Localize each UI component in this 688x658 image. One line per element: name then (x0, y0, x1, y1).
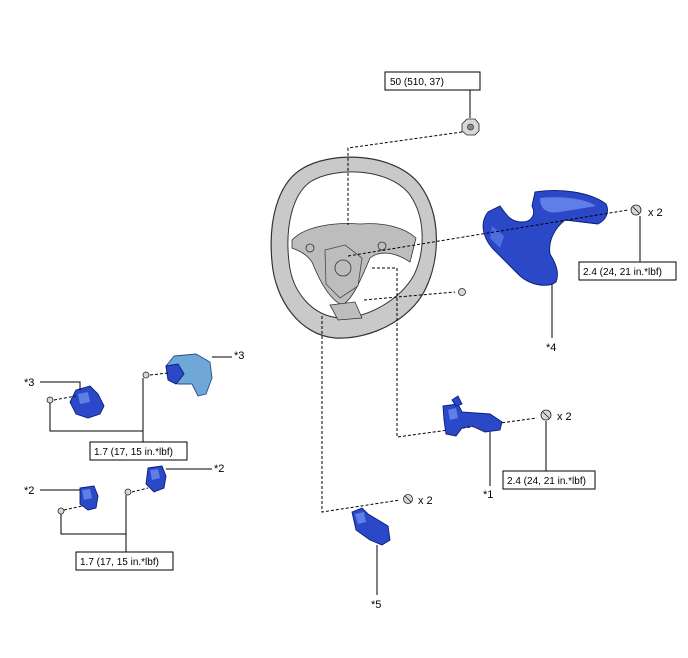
callout-3-right: *3 (234, 350, 244, 362)
switch-part-5 (351, 507, 391, 546)
torque-box-cover-screws (578, 261, 677, 281)
screw-icon (124, 488, 132, 496)
screw-icon (630, 204, 642, 216)
qty-cover-screws: x 2 (648, 207, 663, 219)
top-nut-group: 50 (510, 37) (347, 71, 481, 225)
qty-bottom-screws: x 2 (418, 495, 433, 507)
callout-4: *4 (546, 342, 556, 354)
screw-icon (46, 396, 54, 404)
callout-2-left: *2 (24, 485, 34, 497)
qty-switch-screws: x 2 (557, 411, 572, 423)
cover-part-4 (482, 190, 609, 286)
torque-box-switch-screws (502, 470, 596, 490)
callout-3-left: *3 (24, 377, 34, 389)
torque-box-paddle-upper (89, 441, 188, 461)
callout-1: *1 (483, 489, 493, 501)
screw-icon (57, 507, 65, 515)
callout-5: *5 (371, 599, 381, 611)
torque-box-paddle-lower (75, 551, 174, 571)
paddle-part-2-right (145, 465, 167, 493)
callout-2-right: *2 (214, 463, 224, 475)
screw-icon (458, 288, 466, 296)
paddle-part-3-left (69, 385, 105, 419)
steering-wheel-icon (270, 156, 437, 339)
torque-label-nut-top: 50 (510, 37) (390, 77, 444, 88)
screw-icon (142, 371, 150, 379)
screw-icon (403, 494, 413, 504)
torque-label-switch-screws: 2.4 (24, 21 in.*lbf) (507, 476, 586, 487)
torque-label-paddle-lower: 1.7 (17, 15 in.*lbf) (80, 557, 159, 568)
screw-icon (540, 409, 552, 421)
paddle-part-2-left (79, 485, 99, 511)
torque-label-paddle-upper: 1.7 (17, 15 in.*lbf) (94, 447, 173, 458)
torque-label-cover-screws: 2.4 (24, 21 in.*lbf) (583, 267, 662, 278)
switch-part-1 (442, 395, 503, 437)
nut-icon (461, 118, 480, 136)
torque-box-nut-top (384, 71, 481, 91)
paddle-part-3-right (165, 353, 213, 397)
